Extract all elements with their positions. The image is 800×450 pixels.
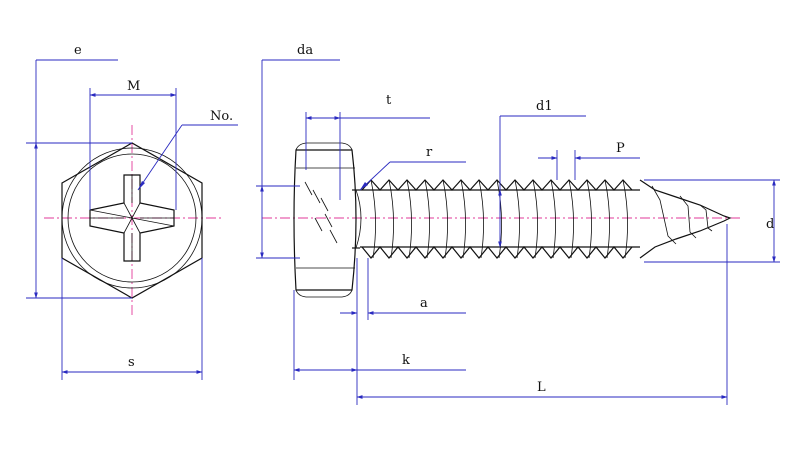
dimension-a [340,258,466,320]
label-e: e [74,43,82,58]
end-view [26,59,238,380]
centerlines-end-view [44,125,222,318]
label-no: No. [210,109,233,124]
label-p: P [616,141,625,156]
dimension-t [305,112,430,200]
thread-crest-line [550,179,556,259]
label-l: L [537,380,546,395]
thread-crest-line [406,179,412,259]
dimension-d1 [498,115,586,248]
hex-head-side [293,142,362,298]
threaded-shank [360,179,732,259]
label-s: s [128,355,135,370]
label-r: r [426,145,433,160]
thread-crest-line [388,179,394,259]
dimension-s [61,258,203,380]
dimension-l [356,224,728,405]
dimension-k [293,290,466,405]
dimension-da [256,59,340,259]
thread-crest-line [568,179,574,259]
label-a: a [420,296,428,311]
thread-crest-line [604,179,610,259]
dimension-e [26,59,132,299]
thread-crest-line [622,179,628,259]
leader-r [359,161,466,191]
label-d1: d1 [536,99,553,114]
label-t: t [386,93,392,108]
label-m: M [127,79,140,94]
label-k: k [402,353,410,368]
thread-crest-line [424,179,430,259]
thread-crest-line [460,179,466,259]
washer-face-circle [67,153,197,283]
thread-crest-line [496,179,502,259]
leader-no [137,124,238,191]
dimension-labels: e M No. s da t r d1 P d a k L [74,43,774,395]
dimension-m [89,88,177,210]
thread-crest-line [478,179,484,259]
label-da: da [297,43,313,58]
screw-point [639,179,732,259]
thread-crest-line [370,179,376,259]
thread-crest-line [514,179,520,259]
bearing-circle [61,147,203,289]
dimension-p [538,150,640,180]
thread-crest-line [442,179,448,259]
dimension-d [644,179,780,263]
side-view [256,59,780,405]
label-d: d [766,217,774,232]
thread-crest-line [586,179,592,259]
thread-crest-line [532,179,538,259]
phillips-recess [89,174,175,262]
